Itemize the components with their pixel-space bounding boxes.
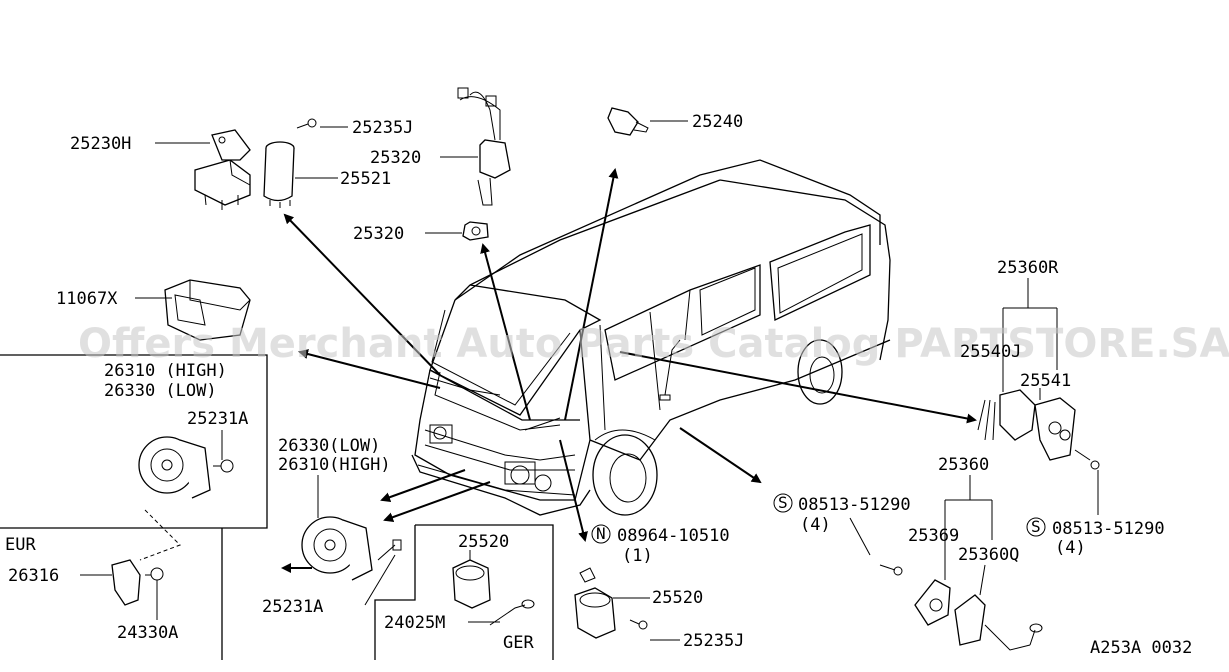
label-25520: 25520 (652, 588, 703, 608)
label-25360: 25360 (938, 455, 989, 475)
symbol-s2: S (1031, 517, 1041, 536)
switch-25360q-part (879, 564, 1043, 651)
label-08513-b-qty: (4) (1055, 538, 1086, 558)
symbol-s1-circle (773, 493, 793, 513)
label-24330a: 24330A (117, 623, 178, 643)
label-25240: 25240 (692, 112, 743, 132)
label-25235j-bottom: 25235J (683, 631, 744, 651)
sender-25240-part (607, 107, 649, 136)
label-25320-b: 25320 (353, 224, 404, 244)
label-26310-high: 26310(HIGH) (278, 455, 391, 475)
label-25231a: 25231A (262, 597, 323, 617)
label-25360q: 25360Q (958, 545, 1019, 565)
label-25520-ger: 25520 (458, 532, 509, 552)
symbol-n-circle (591, 524, 611, 544)
label-08513-a-qty: (4) (800, 515, 831, 535)
label-25360r: 25360R (997, 258, 1059, 278)
symbol-n: N (596, 524, 606, 543)
region-frames (0, 354, 554, 660)
pointer-arrows (281, 168, 977, 573)
label-08964-qty: (1) (622, 546, 653, 566)
box-11067x-part (164, 279, 251, 341)
label-25540j: 25540J (960, 342, 1021, 362)
switch-25360r-part (977, 389, 1100, 470)
part-labels: 25230H 25235J 25521 25320 25320 25240 11… (5, 112, 1192, 658)
label-08513-b: 08513-51290 (1052, 519, 1165, 539)
label-25235j-top: 25235J (352, 118, 413, 138)
label-25541: 25541 (1020, 371, 1071, 391)
label-11067x: 11067X (56, 289, 118, 309)
label-26330-low: 26330(LOW) (278, 436, 380, 456)
leader-lines (80, 120, 1099, 641)
label-24025m: 24025M (384, 613, 445, 633)
region-label-eur: EUR (5, 535, 36, 555)
bracket-26316-part (111, 509, 181, 606)
symbol-s1: S (778, 493, 788, 512)
horn-eur-part (138, 436, 234, 499)
relay-25230h-part (194, 129, 251, 210)
relay-25520-ger-part (452, 559, 535, 626)
label-26316: 26316 (8, 566, 59, 586)
diagram-code: A253A 0032 (1090, 638, 1192, 658)
relay-25520-part (574, 567, 648, 639)
label-26310-high-eur: 26310 (HIGH) (104, 361, 227, 381)
label-26330-low-eur: 26330 (LOW) (104, 381, 217, 401)
label-25231a-eur: 25231A (187, 409, 248, 429)
horn-main-part (301, 516, 402, 581)
label-08513-a: 08513-51290 (798, 495, 911, 515)
label-25369: 25369 (908, 526, 959, 546)
label-25521: 25521 (340, 169, 391, 189)
label-25320-a: 25320 (370, 148, 421, 168)
symbol-s2-circle (1026, 517, 1046, 537)
switch-25320-part (457, 87, 511, 241)
watermark-text: Offers Merchant Auto Parts Catalog PARTS… (78, 321, 1229, 367)
flasher-25521-part (263, 118, 317, 208)
label-08964: 08964-10510 (617, 526, 730, 546)
region-label-ger: GER (503, 633, 534, 653)
label-25230h: 25230H (70, 134, 131, 154)
